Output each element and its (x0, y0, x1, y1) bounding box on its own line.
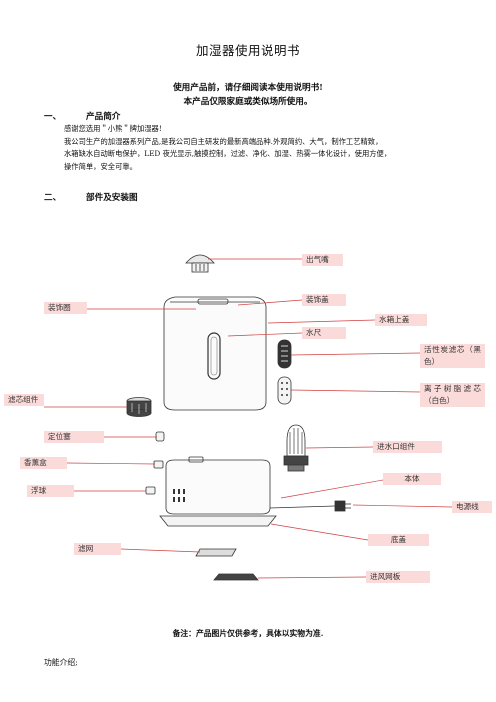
main-body-drawing (165, 456, 271, 515)
aroma-box-drawing (153, 460, 164, 469)
intro-paragraph: 感谢您选用＂小熊＂牌加湿器! 我公司生产的加湿器系列产品,是我公司自主研发的最新… (64, 123, 464, 173)
label-inlet-assembly: 进水口组件 (373, 441, 442, 453)
label-carbon-filter: 活性炭滤芯（黑色） (420, 344, 485, 368)
label-base-cover: 底盖 (368, 534, 429, 546)
section-heading-text: 产品简介 (86, 112, 121, 122)
leader-lines (44, 258, 453, 579)
filter-mesh-drawing (195, 548, 237, 557)
label-decor-cover: 装饰盖 (302, 294, 346, 306)
label-float: 浮球 (27, 485, 74, 497)
section-heading-text: 部件及安装图 (86, 193, 138, 203)
label-aroma-box: 香薰盒 (20, 457, 67, 469)
label-power-cord: 电源线 (452, 501, 492, 513)
carbon-filter-drawing (277, 339, 292, 369)
inlet-assembly-drawing (283, 424, 309, 472)
label-resin-filter: 离子树脂滤芯（白色） (420, 383, 485, 407)
outlet-nozzle-drawing (185, 254, 215, 273)
resin-filter-drawing (277, 376, 292, 405)
section-heading-intro: 一、 产品简介 (44, 110, 120, 122)
power-cord-drawing (269, 500, 351, 512)
subtitle-read-first: 使用产品前，请仔细阅读本使用说明书! (173, 83, 323, 93)
filter-assembly-drawing (126, 397, 152, 417)
label-filter-assembly: 滤芯组件 (4, 394, 44, 406)
water-tank-drawing (163, 296, 267, 411)
intro-line: 水箱缺水自动断电保护，LED 夜光显示,触摸控制，过滤、净化、加湿、热雾一体化设… (64, 149, 392, 159)
document-title: 加湿器使用说明书 (195, 43, 300, 58)
label-filter-mesh: 滤网 (74, 543, 121, 555)
function-intro-heading: 功能介绍; (44, 658, 78, 667)
intake-grille-drawing (213, 573, 259, 581)
intro-line: 操作简单，安全可靠。 (64, 161, 137, 171)
label-decor-ring: 装饰圈 (44, 302, 87, 314)
label-outlet-nozzle: 出气嘴 (302, 254, 343, 266)
positioning-plug-drawing (155, 431, 165, 442)
section-number: 二、 (44, 193, 62, 203)
label-positioning-plug: 定位塞 (44, 431, 104, 443)
label-intake-grille: 进风网板 (366, 571, 430, 583)
subtitle-home-use: 本产品仅限家庭或类似场所使用。 (183, 97, 313, 107)
section-number: 一、 (44, 112, 62, 122)
section-heading-parts: 二、 部件及安装图 (44, 191, 138, 203)
label-water-gauge: 水尺 (302, 327, 346, 339)
intro-line: 我公司生产的加湿器系列产品,是我公司自主研发的最新高端品种.外观简约、大气，制作… (64, 136, 383, 146)
float-drawing (145, 486, 156, 495)
label-tank-top-cover: 水箱上盖 (375, 314, 427, 326)
intro-line: 感谢您选用＂小熊＂牌加湿器! (64, 124, 162, 133)
base-cover-drawing (159, 515, 277, 527)
label-main-body: 本体 (383, 473, 441, 485)
disclaimer-note: 备注：产品图片仅供参考，具体以实物为准. (172, 629, 324, 638)
